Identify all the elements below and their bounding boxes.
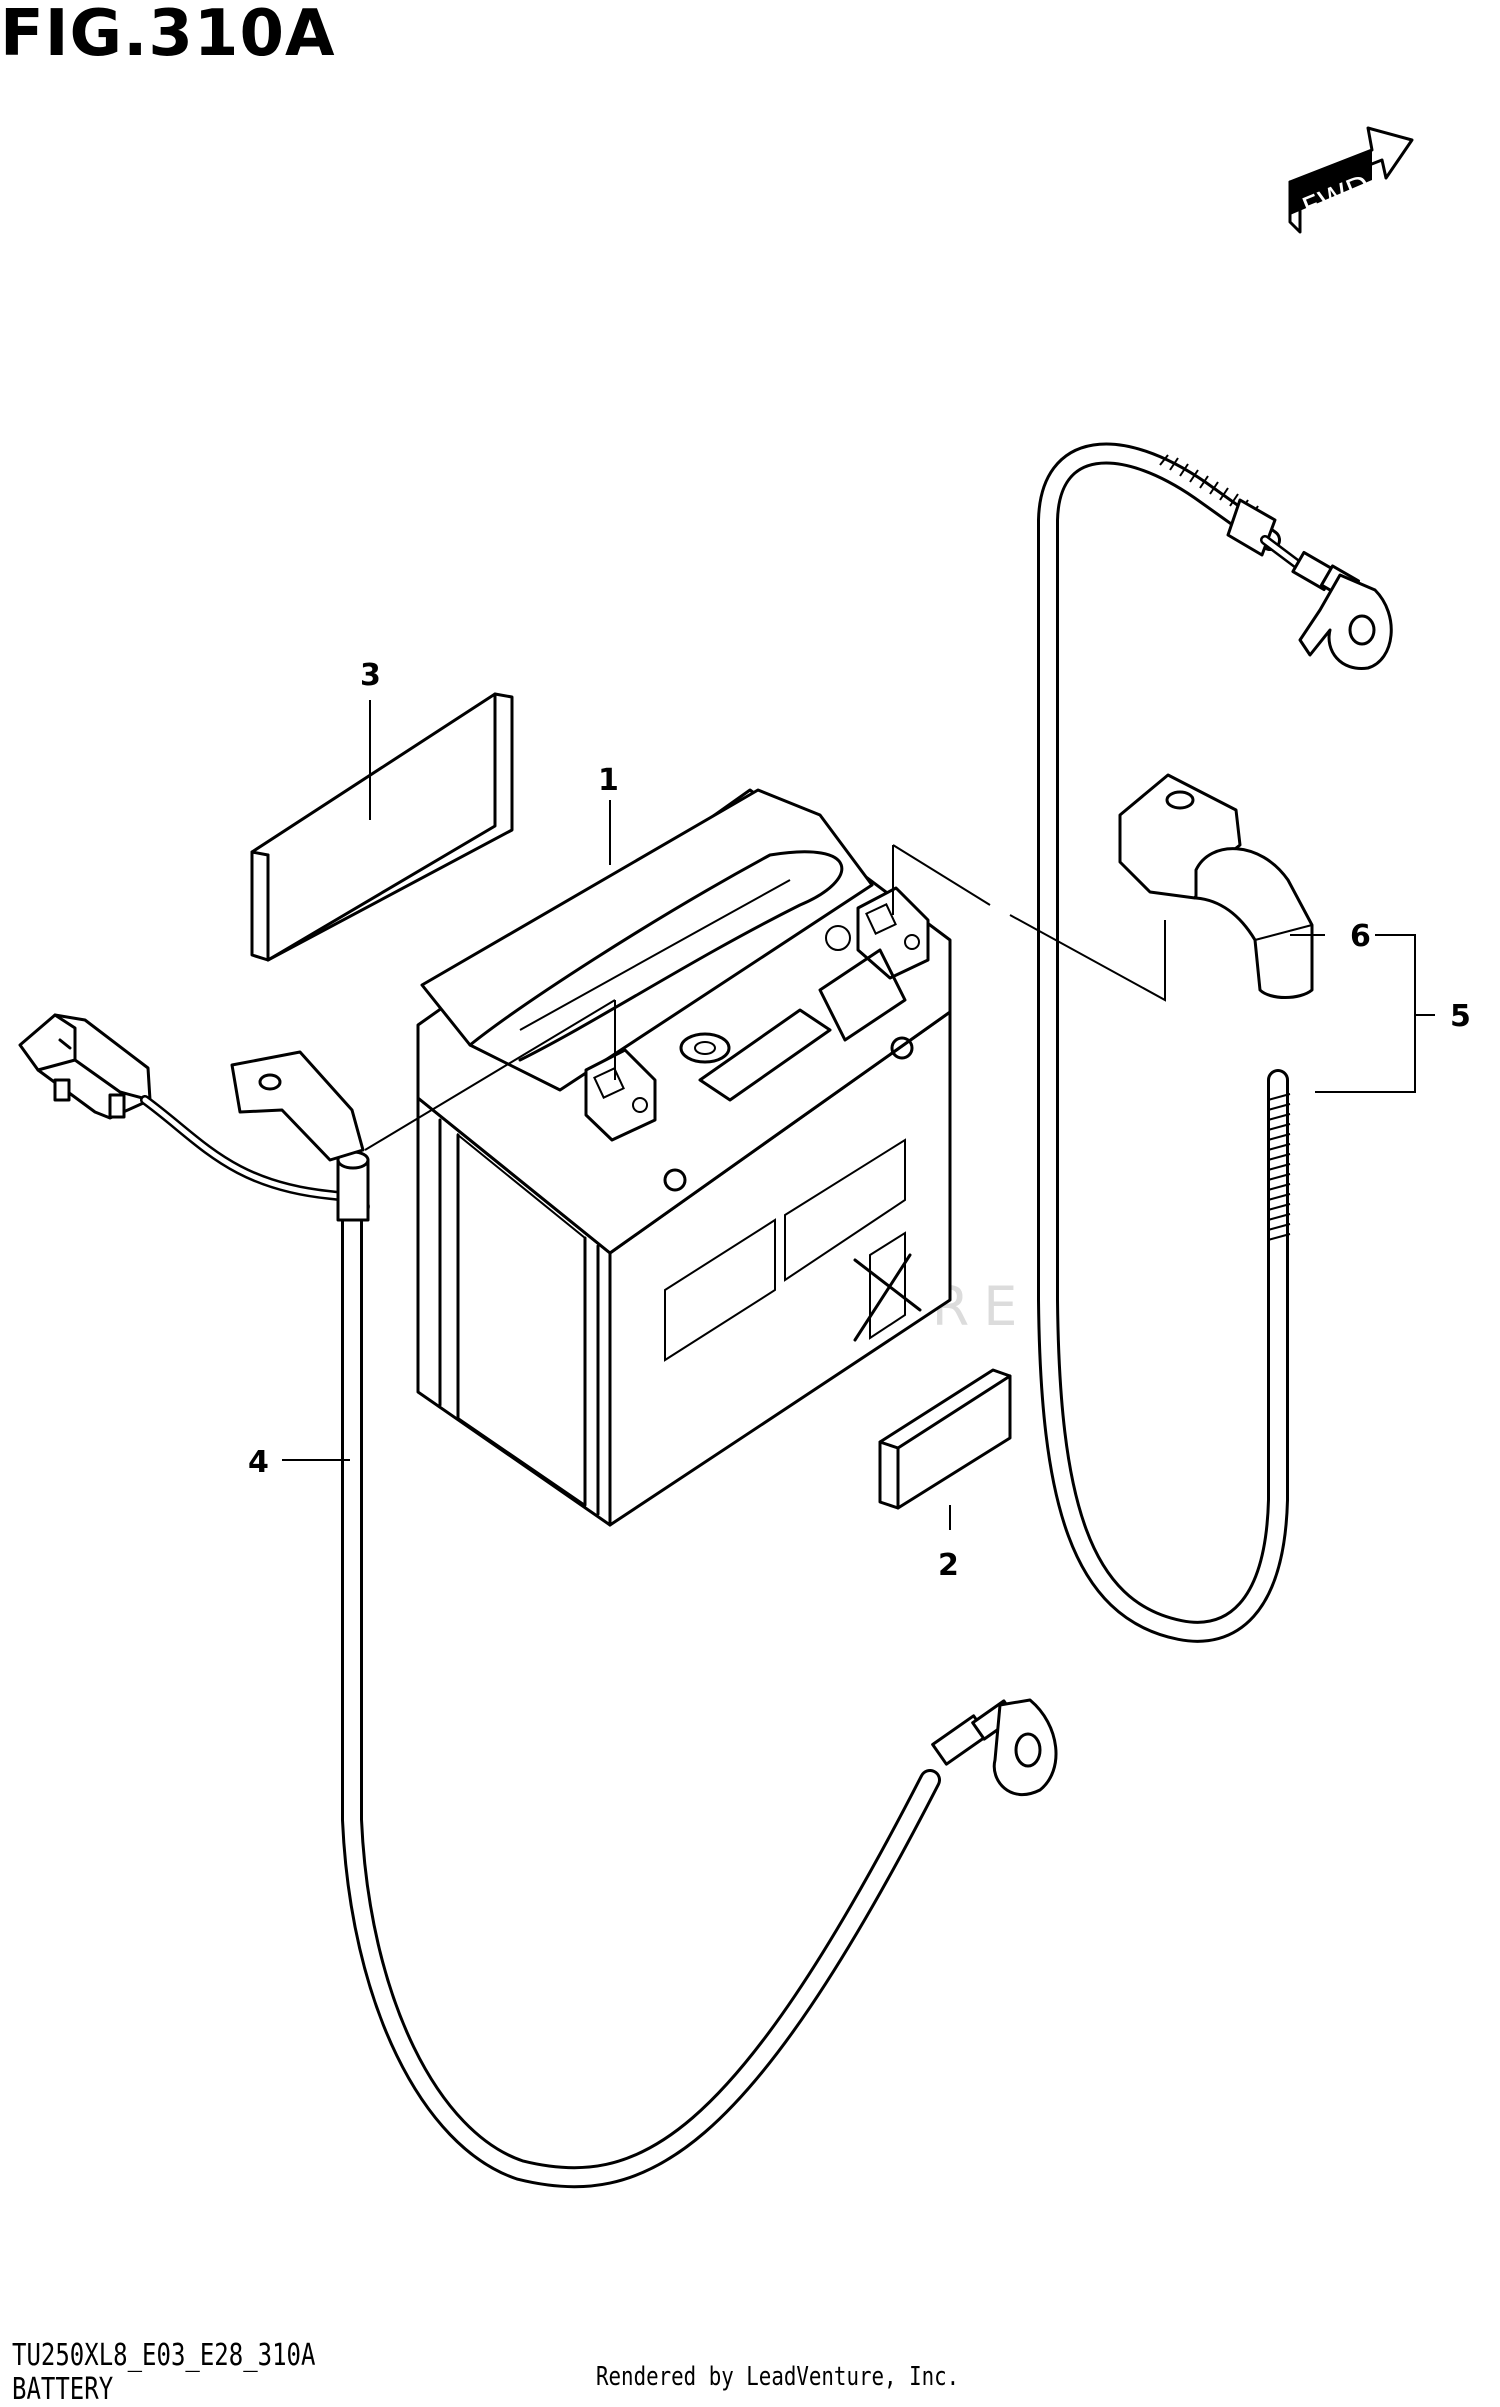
fwd-arrow-icon: FWD <box>1288 126 1414 234</box>
part-5-positive-cable <box>1037 442 1393 1643</box>
callout-2: 2 <box>938 1548 959 1583</box>
callout-6: 6 <box>1350 919 1371 954</box>
figure-title: FIG.310A <box>0 0 336 71</box>
callout-1: 1 <box>598 763 619 798</box>
part-1-battery <box>416 788 952 1527</box>
figure-caption: BATTERY <box>12 2372 114 2407</box>
assembly-guide-lines <box>364 844 1166 1151</box>
callout-3: 3 <box>360 658 381 693</box>
part-6-terminal-cover <box>1118 773 1314 999</box>
callout-5: 5 <box>1450 999 1471 1034</box>
part-2-small-label <box>878 1368 1012 1510</box>
callout-4: 4 <box>248 1445 269 1480</box>
part-3-label-plate <box>250 692 514 962</box>
figure-code: TU250XL8_E03_E28_310A <box>12 2338 316 2373</box>
part-4-negative-cable <box>18 1013 1058 2189</box>
callout-leaders <box>282 700 1435 1530</box>
rendered-by-credit: Rendered by LeadVenture, Inc. <box>596 2362 960 2392</box>
